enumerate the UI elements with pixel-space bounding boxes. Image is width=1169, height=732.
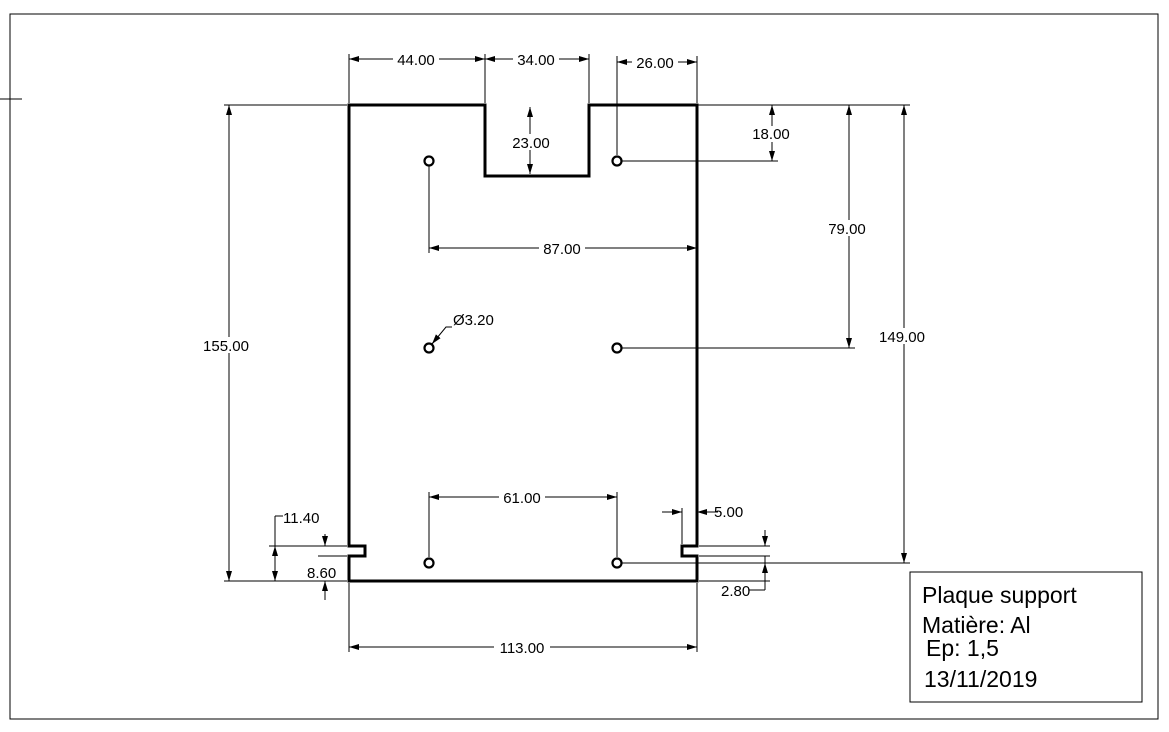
dimension-149: 149.00 xyxy=(622,104,931,564)
dimension-44-label: 44.00 xyxy=(397,52,435,69)
hole-bottom-left xyxy=(423,557,435,569)
hole-bottom-right xyxy=(611,557,623,569)
dimension-34: 34.00 xyxy=(485,51,590,103)
dimension-11-4-label: 11.40 xyxy=(283,510,319,527)
dimension-23-label: 23.00 xyxy=(512,135,550,152)
part-material: Matière: Al xyxy=(922,612,1031,638)
dimension-155: 155.00 xyxy=(198,104,347,582)
dimension-155-label: 155.00 xyxy=(203,338,249,355)
part-thickness: Ep: 1,5 xyxy=(926,635,999,661)
dimension-149-label: 149.00 xyxy=(879,329,925,346)
part-name: Plaque support xyxy=(922,582,1077,608)
part-outline xyxy=(347,103,699,583)
dimension-right-slot-extension xyxy=(699,530,770,557)
dimension-5: 5.00 xyxy=(662,504,743,544)
dimension-5-label: 5.00 xyxy=(714,504,743,521)
dimension-26: 26.00 xyxy=(616,54,698,155)
dimension-23: 23.00 xyxy=(508,107,554,174)
dimension-26-label: 26.00 xyxy=(636,55,674,72)
dimension-61-label: 61.00 xyxy=(503,490,541,507)
dimension-8-6: 8.60 xyxy=(307,534,347,600)
dimension-113-label: 113.00 xyxy=(500,640,545,657)
dimension-34-label: 34.00 xyxy=(517,52,555,69)
dimension-113: 113.00 xyxy=(348,583,698,657)
dimension-2-8-label: 2.80 xyxy=(721,583,750,600)
hole-top-left xyxy=(423,155,435,167)
dimension-87: 87.00 xyxy=(428,166,697,258)
dimension-18-label: 18.00 xyxy=(752,126,790,143)
dimension-hole-diameter: Ø3.20 xyxy=(431,312,494,345)
dimension-79: 79.00 xyxy=(622,104,872,349)
drawing-date: 13/11/2019 xyxy=(924,666,1037,692)
sheet-border xyxy=(9,13,1159,720)
dimension-11-4: 11.40 xyxy=(269,510,347,582)
dimension-18: 18.00 xyxy=(622,104,794,162)
dimension-87-label: 87.00 xyxy=(543,241,581,258)
dimension-8-6-label: 8.60 xyxy=(307,565,336,582)
hole-mid-right xyxy=(611,342,623,354)
mounting-holes xyxy=(423,155,623,569)
dimension-79-label: 79.00 xyxy=(828,221,866,238)
hole-mid-left xyxy=(423,342,435,354)
title-block: Plaque support Matière: Al Ep: 1,5 13/11… xyxy=(909,571,1143,703)
dimension-44: 44.00 xyxy=(348,51,486,103)
hole-top-right xyxy=(611,155,623,167)
dimension-61: 61.00 xyxy=(428,489,618,557)
hole-diameter-label: Ø3.20 xyxy=(453,312,494,329)
title-block-frame xyxy=(909,571,1143,703)
dimension-2-8: 2.80 xyxy=(699,556,770,600)
